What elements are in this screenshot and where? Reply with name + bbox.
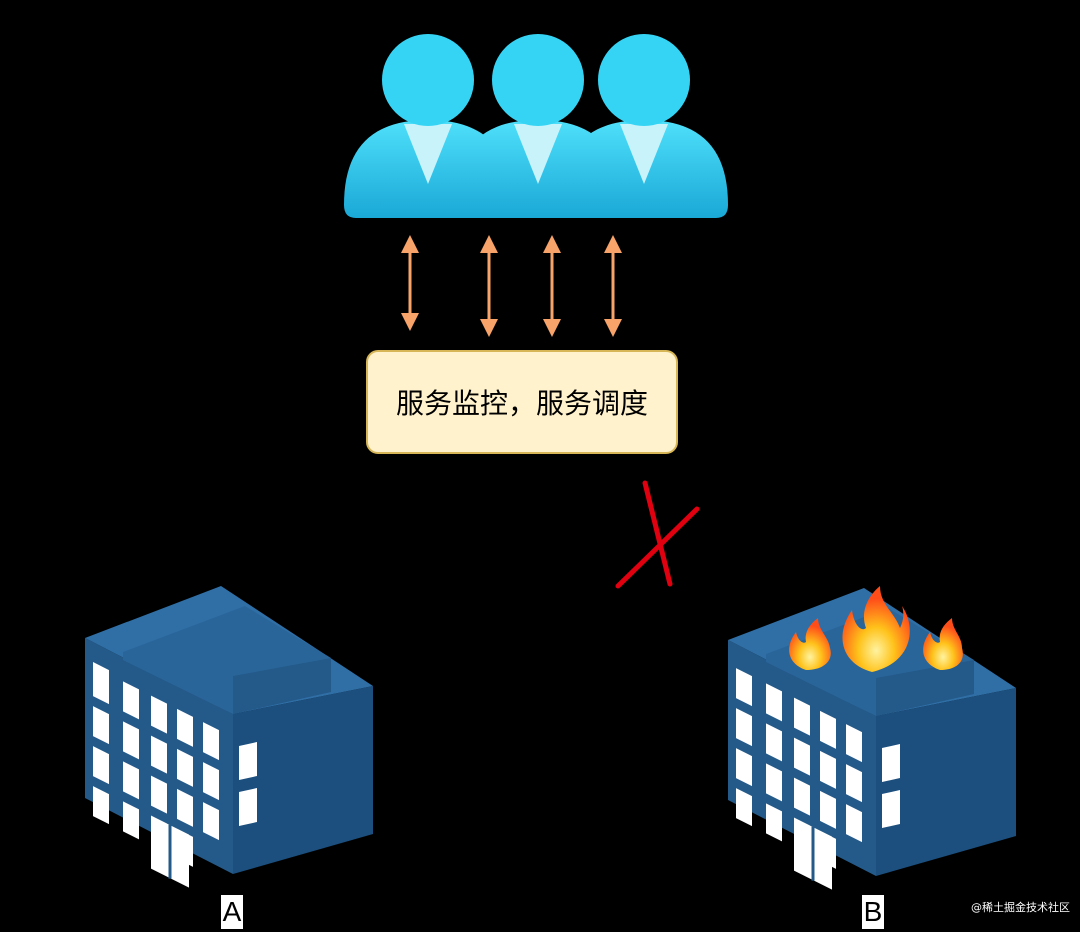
site-a-label: A <box>221 895 243 929</box>
user-collar-icon <box>620 124 668 184</box>
link-arrows <box>401 235 622 337</box>
site-b-label: B <box>862 895 884 929</box>
site-a-label-text: A <box>222 896 242 927</box>
user-head-icon <box>598 34 690 126</box>
watermark: @稀土掘金技术社区 <box>971 901 1070 914</box>
building-a-icon <box>85 586 373 874</box>
user-head-icon <box>382 34 474 126</box>
user-group-icon <box>344 34 728 218</box>
fire-icon <box>789 586 963 672</box>
user-collar-icon <box>404 124 452 184</box>
service-monitor-label: 服务监控，服务调度 <box>395 387 648 420</box>
service-monitor-box: 服务监控，服务调度 <box>366 350 678 454</box>
user-head-icon <box>492 34 584 126</box>
site-b-label-text: B <box>863 896 883 927</box>
red-x-icon <box>615 480 700 589</box>
user-collar-icon <box>514 124 562 184</box>
